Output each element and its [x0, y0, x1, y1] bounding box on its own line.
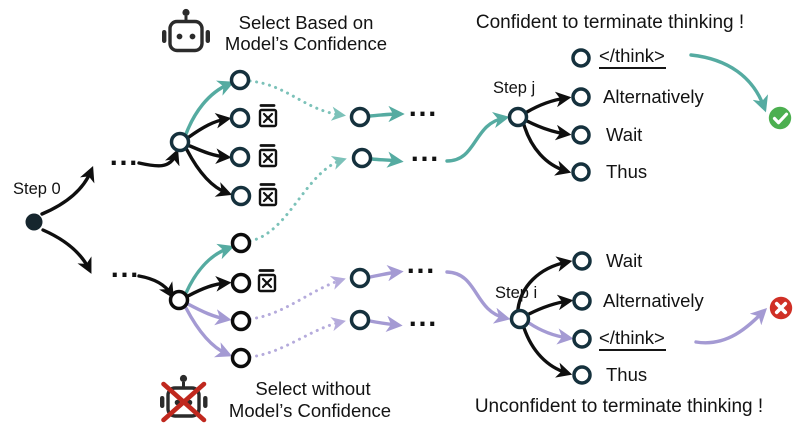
edge-think-to-cross — [694, 307, 768, 345]
tree-node — [571, 125, 591, 145]
edge-mid1-ellipsis — [368, 105, 405, 123]
edge-stepi-wait — [516, 256, 573, 311]
red-cross-icon — [769, 296, 793, 320]
tree-node — [349, 106, 371, 128]
tree-node — [572, 329, 592, 349]
token-alternatively-top: Alternatively — [603, 86, 704, 107]
stepi-label: Step i — [495, 284, 538, 302]
stepi-node — [509, 308, 531, 330]
token-think-top: </think> — [599, 45, 666, 69]
tree-node — [572, 251, 592, 271]
edge-stepj-wait — [525, 119, 572, 141]
discard-box-icon — [257, 269, 277, 293]
tree-node — [230, 347, 252, 369]
caption-without-confidence-line2: Model’s Confidence — [228, 400, 392, 421]
green-check-icon — [768, 106, 792, 130]
ellipsis: ... — [408, 96, 438, 122]
caption-with-confidence-line2: Model’s Confidence — [224, 33, 388, 54]
edge-mid4-ellipsis — [368, 315, 403, 332]
edge-bottom-root-child3 — [186, 302, 232, 326]
tree-node — [572, 291, 592, 311]
tree-node — [230, 272, 252, 294]
edge-bottom-root-child4 — [184, 306, 233, 358]
tree-node — [230, 310, 252, 332]
edge-stepi-thus — [522, 326, 573, 378]
tree-node — [349, 267, 371, 289]
tree-node — [168, 289, 190, 311]
edge-ellipsis-to-bottom-root — [137, 274, 174, 299]
edge-think-to-check — [689, 53, 769, 113]
edge-root-to-top-ellipsis — [40, 165, 95, 216]
tree-node — [230, 232, 252, 254]
banner-unconfident: Unconfident to terminate thinking ! — [474, 396, 764, 417]
edge-ellipsis-to-stepj — [445, 112, 510, 163]
token-alternatively-bottom: Alternatively — [603, 290, 704, 311]
stepj-node — [507, 106, 529, 128]
edge-top-root-child4 — [185, 148, 233, 197]
tree-node — [229, 146, 251, 168]
ellipsis: ... — [109, 145, 139, 171]
edge-ellipsis-to-top-root — [137, 148, 180, 168]
caption-with-confidence-line1: Select Based on — [238, 12, 374, 33]
edge-top-root-child3 — [188, 144, 232, 164]
robot-icon — [162, 8, 210, 53]
tree-node — [571, 48, 591, 68]
confident-dotted — [248, 79, 347, 243]
tree-node — [351, 147, 373, 169]
tree-node — [230, 185, 252, 207]
tree-node — [169, 131, 191, 153]
step0-root-node — [25, 213, 43, 231]
edge-ellipsis-to-stepi — [445, 270, 511, 324]
tree-nodes — [25, 48, 592, 385]
tree-node — [571, 162, 591, 182]
dotted-bottom-selected-to-mid2 — [248, 156, 347, 243]
token-think-text: </think> — [599, 327, 666, 351]
ellipsis: ... — [110, 257, 140, 283]
tree-node — [349, 309, 371, 331]
edge-stepj-thus — [522, 123, 572, 176]
edge-mid3-ellipsis — [368, 265, 404, 282]
dotted-child4-to-mid4 — [248, 317, 346, 359]
edge-stepi-alternatively — [527, 294, 574, 316]
unconfident-arrows — [184, 265, 768, 358]
stepj-label: Step j — [493, 79, 536, 97]
tree-node — [229, 107, 251, 129]
edge-bottom-root-selected — [184, 243, 235, 295]
edge-bottom-root-child2 — [186, 276, 232, 298]
tree-node — [572, 365, 592, 385]
black-branches — [40, 91, 574, 378]
ellipsis: ... — [406, 253, 436, 279]
tree-node — [229, 69, 251, 91]
step0-label: Step 0 — [13, 180, 61, 198]
red-cross-strike — [161, 381, 207, 423]
dotted-top-selected-to-mid1 — [248, 79, 346, 121]
token-think-text: </think> — [599, 45, 666, 69]
token-thus-top: Thus — [606, 161, 648, 182]
edge-top-root-child2 — [187, 112, 232, 139]
robot-crossed-icon — [160, 374, 208, 423]
confident-arrows — [184, 53, 769, 295]
ellipsis: ... — [410, 141, 440, 167]
tree-node — [571, 87, 591, 107]
discard-box-icon — [258, 144, 278, 168]
token-thus-bottom: Thus — [606, 364, 648, 385]
banner-confident: Confident to terminate thinking ! — [475, 12, 745, 33]
edge-stepi-think — [527, 321, 574, 345]
discard-box-icon — [258, 104, 278, 128]
edge-top-root-selected — [184, 80, 235, 136]
token-think-bottom: </think> — [599, 327, 666, 351]
discard-icons — [257, 104, 278, 293]
edge-root-to-bottom-ellipsis — [41, 228, 92, 274]
caption-without-confidence-line1: Select without — [255, 378, 371, 399]
edge-stepj-alternatively — [525, 91, 572, 114]
token-wait-bottom: Wait — [606, 250, 643, 271]
token-wait-top: Wait — [606, 124, 643, 145]
ellipsis: ... — [408, 306, 438, 332]
discard-box-icon — [258, 183, 278, 207]
edge-mid2-ellipsis — [370, 151, 404, 168]
